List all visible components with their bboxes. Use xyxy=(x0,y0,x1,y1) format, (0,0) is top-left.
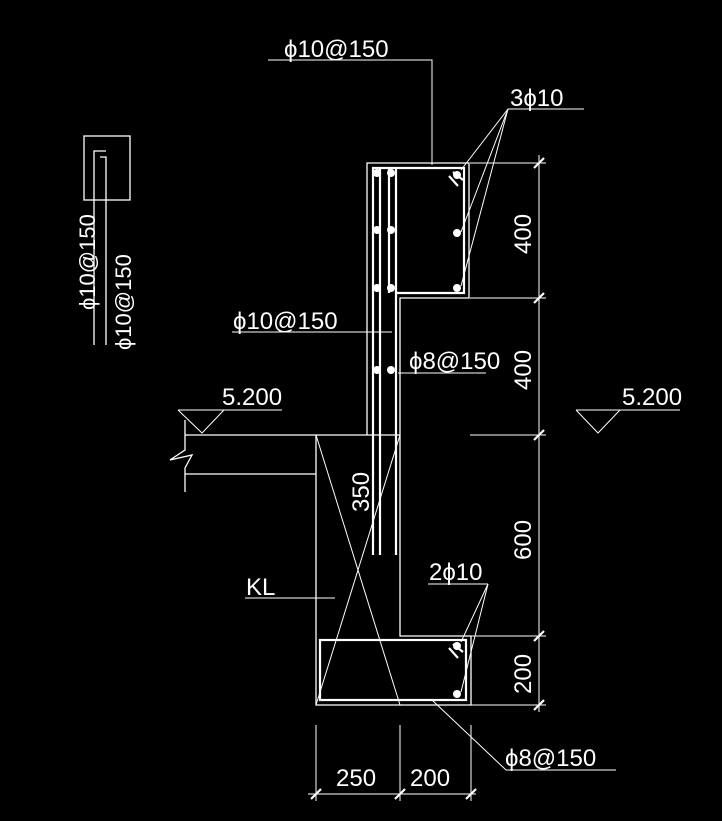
dim-bottom-2: 200 xyxy=(410,765,450,792)
rebar-dot xyxy=(373,169,381,177)
detail-label-1: ϕ10@150 xyxy=(75,214,100,310)
rebar-dot xyxy=(453,642,461,650)
stirrup-upper-label: ϕ8@150 xyxy=(409,348,500,375)
rebar-dot xyxy=(453,229,461,237)
rebar-dot xyxy=(373,226,381,234)
dim-right-2: 400 xyxy=(510,350,537,390)
right-dimension-chain: 400 400 600 200 xyxy=(470,155,546,712)
rebar-dot xyxy=(453,171,461,179)
stirrup-upper-leader: ϕ8@150 xyxy=(398,348,500,375)
beam-outline xyxy=(315,435,472,706)
lower-stirrup xyxy=(318,638,468,702)
corner-bars-bottom-label: 2ϕ10 xyxy=(429,559,482,586)
small-detail: ϕ10@150 ϕ10@150 xyxy=(75,135,136,350)
rebar-dot xyxy=(387,226,395,234)
detail-bar-right xyxy=(100,156,107,345)
upper-stirrup xyxy=(371,166,466,555)
beam-tag: KL xyxy=(246,574,275,601)
stirrup-lower-leader: ϕ8@150 xyxy=(431,699,616,772)
detail-bar-left xyxy=(93,150,106,345)
rebar-dot xyxy=(453,284,461,292)
dim-bottom-1: 250 xyxy=(336,765,376,792)
level-right-label: 5.200 xyxy=(622,384,682,411)
rebar-dot xyxy=(387,284,395,292)
dim-right-3: 600 xyxy=(510,520,537,560)
rebar-dot xyxy=(453,690,461,698)
stirrup-lower-label: ϕ8@150 xyxy=(505,745,596,772)
corner-bars-bottom-leader: 2ϕ10 xyxy=(428,559,489,693)
dim-right-4: 200 xyxy=(510,654,537,694)
bottom-dimension-chain: 250 200 xyxy=(308,725,477,801)
vertical-dim-label: 350 xyxy=(348,472,375,512)
lower-beam: 350 KL xyxy=(245,434,472,706)
rebar-dot xyxy=(373,366,381,374)
level-left-label: 5.200 xyxy=(222,384,282,411)
top-rebar-leader: ϕ10@150 xyxy=(268,36,433,165)
mid-rebar-label: ϕ10@150 xyxy=(233,308,338,335)
upper-outline xyxy=(366,162,470,435)
rebar-dot xyxy=(373,284,381,292)
dim-right-1: 400 xyxy=(510,214,537,254)
level-left: 5.200 xyxy=(169,384,400,492)
level-right: 5.200 xyxy=(575,384,682,434)
rebar-dot xyxy=(387,169,395,177)
rebar-dot xyxy=(387,366,395,374)
top-rebar-label: ϕ10@150 xyxy=(284,36,389,63)
corner-bars-top-label: 3ϕ10 xyxy=(510,85,563,112)
mid-rebar-leader: ϕ10@150 xyxy=(232,308,392,335)
detail-box xyxy=(83,135,131,201)
detail-label-2: ϕ10@150 xyxy=(111,254,136,350)
corner-bars-top-leader: 3ϕ10 xyxy=(460,85,584,287)
upper-beam-section xyxy=(366,162,470,555)
